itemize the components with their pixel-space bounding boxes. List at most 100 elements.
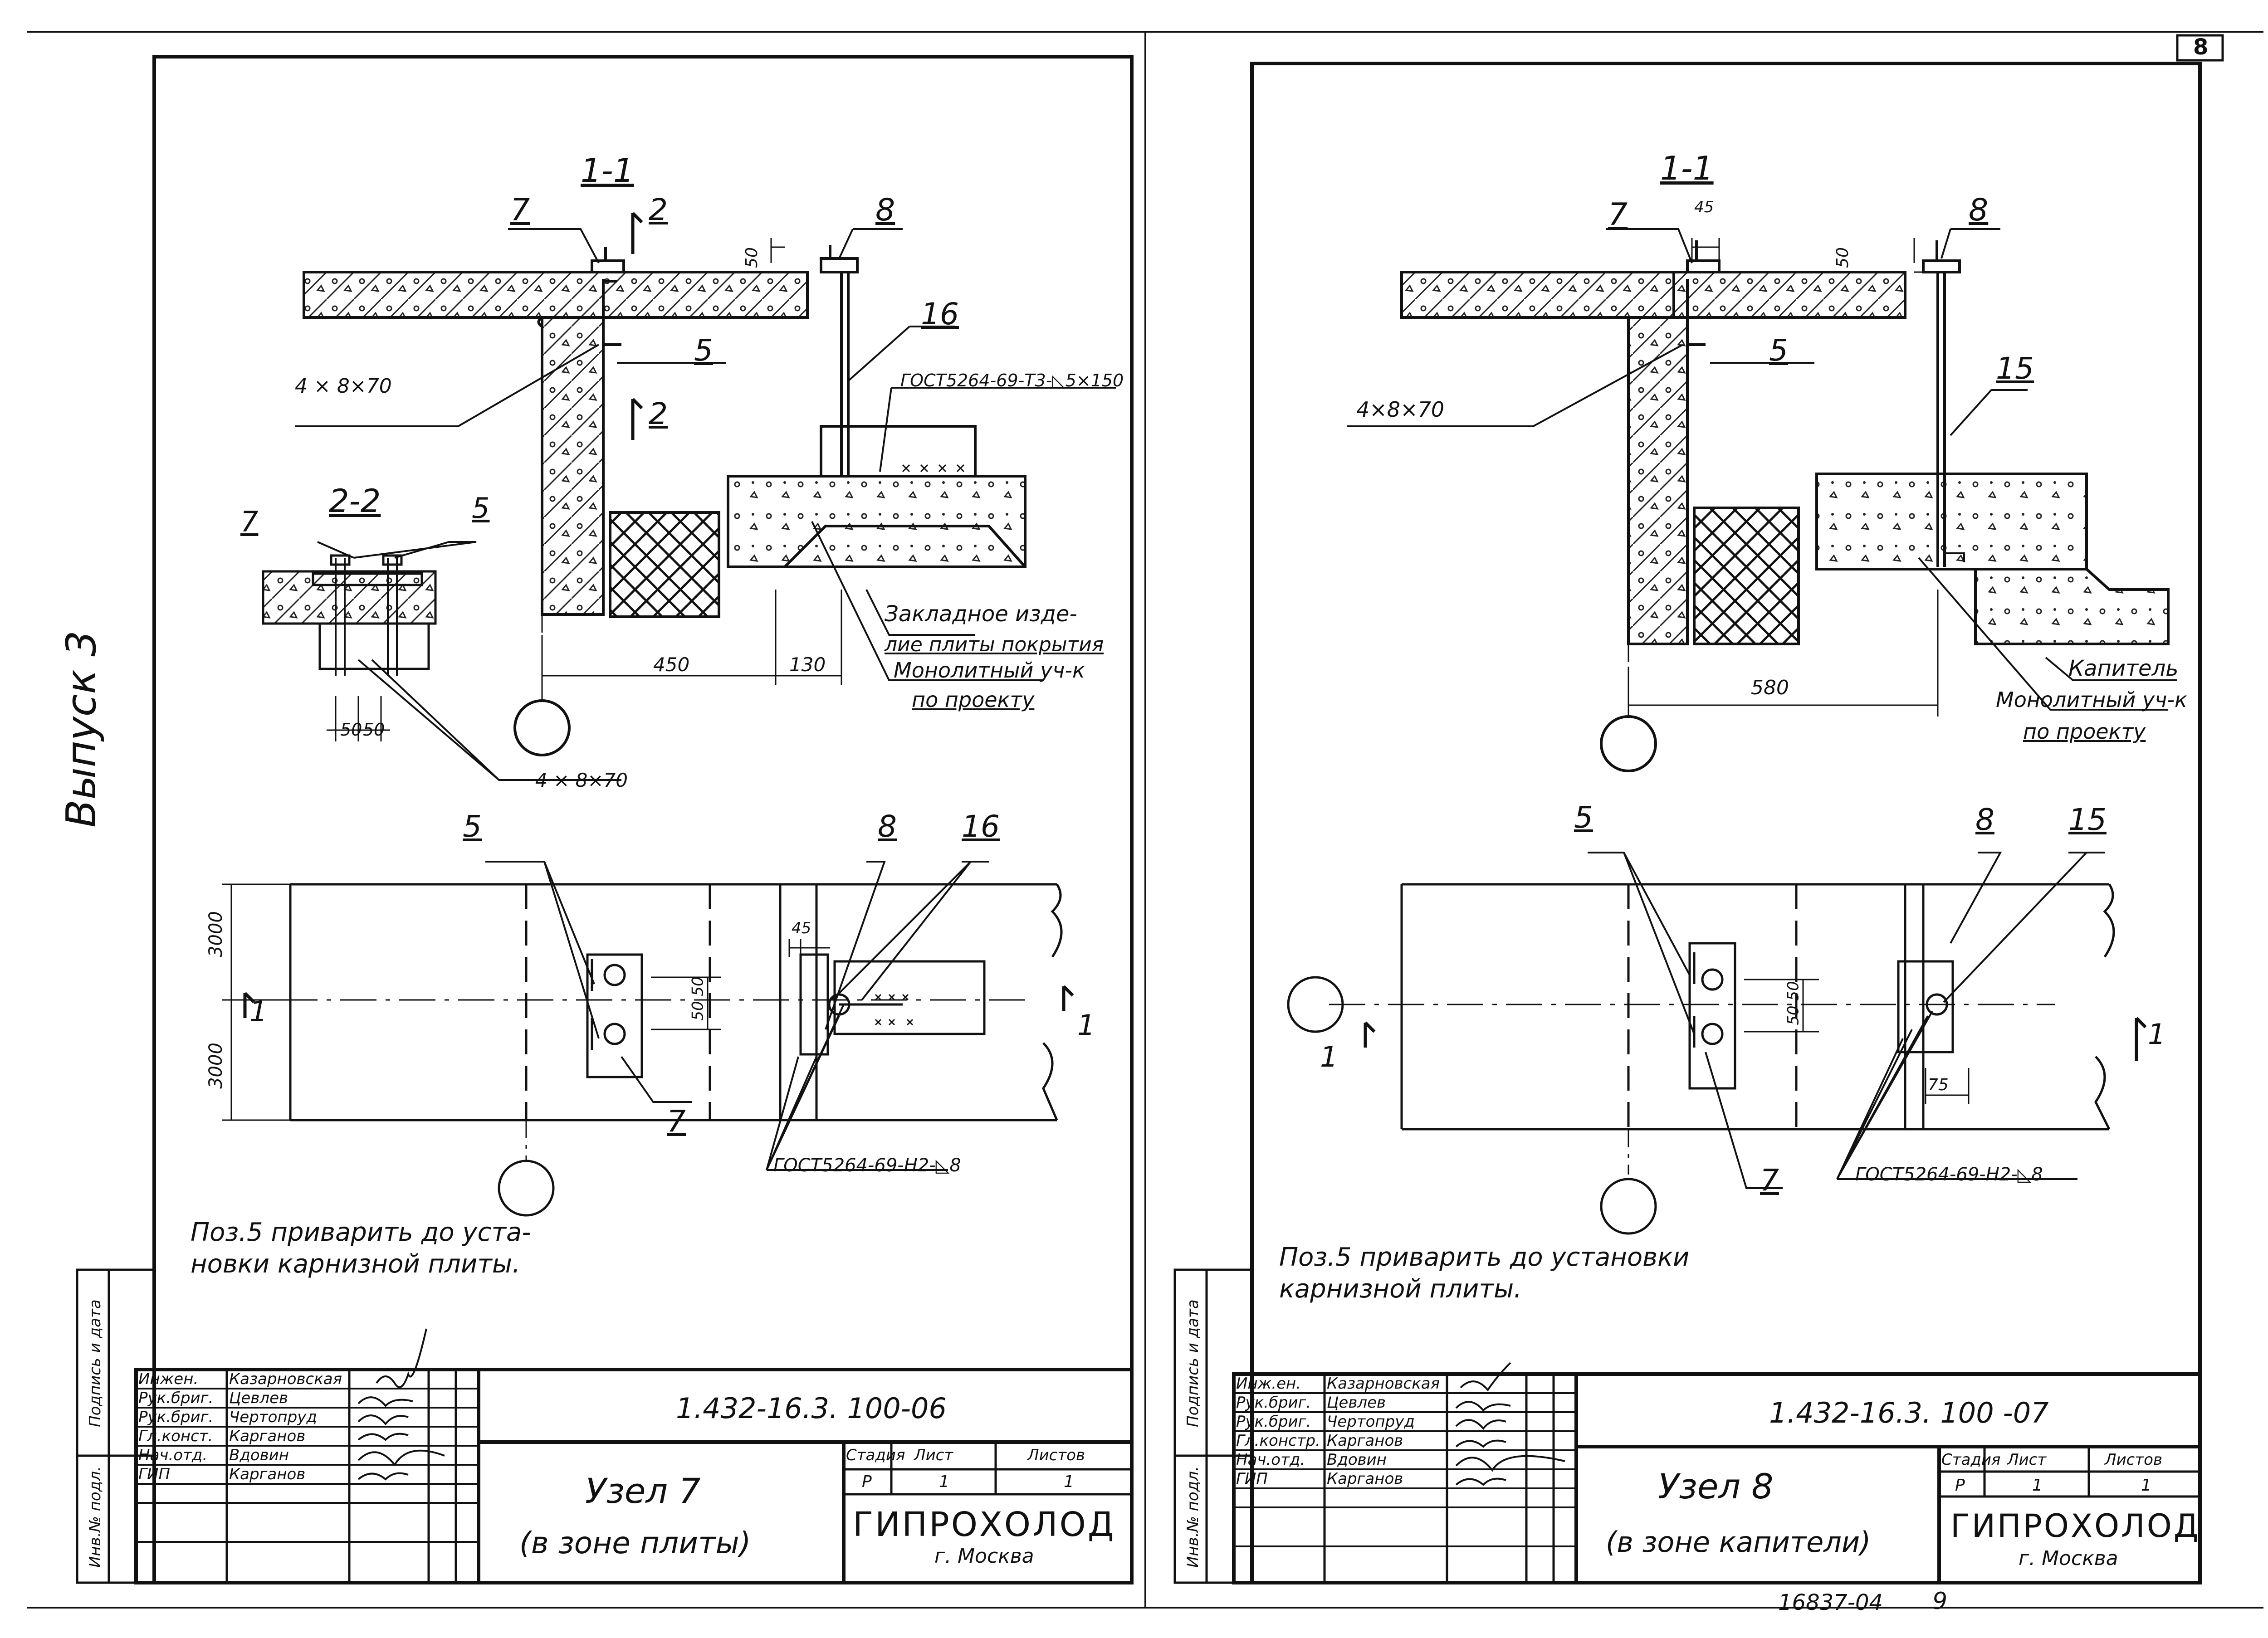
- dim-2-2-50a: 50: [340, 720, 362, 740]
- r-sheets-value: 1: [2141, 1476, 2151, 1495]
- note-line-1: Поз.5 приварить до уста-: [191, 1218, 531, 1247]
- org-city: г. Москва: [934, 1545, 1034, 1568]
- r-role-6: ГИП: [1236, 1470, 1268, 1488]
- section-1-1-title: 1-1: [581, 151, 634, 190]
- name-2: Цевлев: [229, 1389, 288, 1407]
- name-3: Чертопруд: [229, 1408, 317, 1426]
- r-side-stamp-2: Подпись и дата: [1184, 1299, 1202, 1427]
- callout-2-2-pos-5: 5: [472, 492, 490, 525]
- name-1: Казарновская: [229, 1370, 342, 1388]
- embed-note-1: Закладное изде-: [885, 601, 1077, 627]
- r-plan-callout-pos-7: 7: [1760, 1163, 1779, 1198]
- dim-450: 450: [653, 653, 690, 676]
- r-plan-callout-pos-15: 15: [2068, 802, 2107, 837]
- side-stamp-2: Подпись и дата: [86, 1299, 104, 1427]
- r-sheets-header: Листов: [2105, 1451, 2163, 1469]
- note-line-2: новки карнизной плиты.: [191, 1249, 520, 1279]
- sheet-number: 8: [2193, 34, 2209, 60]
- dim-45-plan: 45: [792, 919, 811, 937]
- r-name-1: Казарновская: [1327, 1375, 1440, 1393]
- r-weld-size: 4×8×70: [1356, 397, 1445, 422]
- section-2-2-title: 2-2: [329, 483, 381, 520]
- gost-upper: ГОСТ5264-69-Т3-◺5×150: [900, 370, 1124, 390]
- sheets-value: 1: [1064, 1472, 1074, 1491]
- r-dim-580: 580: [1751, 676, 1789, 699]
- org-name: ГИПРОХОЛОД: [853, 1505, 1116, 1544]
- r-monolith-2: по проекту: [2023, 719, 2146, 744]
- callout-cut-2-lower: 2: [649, 396, 668, 431]
- r-role-5: Нач.отд.: [1236, 1451, 1305, 1469]
- callout-pos-7: 7: [510, 192, 530, 228]
- name-4: Карганов: [229, 1427, 306, 1445]
- sheets-header: Листов: [1027, 1446, 1085, 1464]
- sheet-value: 1: [939, 1472, 949, 1491]
- r-name-5: Вдовин: [1327, 1451, 1387, 1469]
- r-stage-header: Стадия: [1941, 1451, 2001, 1469]
- r-name-6: Карганов: [1327, 1470, 1403, 1488]
- role-4: Гл.конст.: [138, 1427, 213, 1445]
- plan-callout-pos-8: 8: [878, 809, 897, 844]
- cut-mark-left: 1: [249, 995, 268, 1028]
- weld-size-lower: 4 × 8×70: [535, 769, 628, 791]
- r-callout-pos-8: 8: [1969, 192, 1989, 228]
- archive-number: 16837-04: [1778, 1590, 1883, 1615]
- dim-50-top: 50: [742, 247, 761, 268]
- r-name-3: Чертопруд: [1327, 1413, 1415, 1431]
- callout-2-2-pos-7: 7: [240, 505, 259, 538]
- cut-mark-right: 1: [1077, 1009, 1095, 1042]
- r-cut-mark-right: 1: [2148, 1018, 2166, 1051]
- r-note-line-1: Поз.5 приварить до установки: [1279, 1243, 1690, 1272]
- r-sheet-header: Лист: [2007, 1451, 2047, 1469]
- node-subtitle: (в зоне плиты): [519, 1526, 751, 1560]
- r-dim-50-top: 50: [1833, 247, 1852, 268]
- callout-pos-5: 5: [694, 333, 713, 368]
- r-callout-pos-5: 5: [1769, 333, 1788, 368]
- dim-130: 130: [789, 653, 826, 676]
- monolith-label-1: Монолитный уч-к: [894, 658, 1085, 682]
- node-title: Узел 7: [585, 1471, 701, 1511]
- r-capital: Капитель: [2068, 656, 2179, 681]
- name-6: Карганов: [229, 1465, 306, 1483]
- r-role-4: Гл.констр.: [1236, 1432, 1320, 1450]
- role-1: Инжен.: [138, 1370, 199, 1388]
- volume-label: Выпуск 3: [58, 630, 105, 828]
- dim-3000-upper: 3000: [205, 911, 226, 957]
- left-section-1-1: [295, 212, 1116, 756]
- plan-callout-pos-7: 7: [667, 1104, 686, 1139]
- plan-callout-pos-16: 16: [962, 809, 1000, 844]
- r-gost-lower: ГОСТ5264-69-Н2-◺8: [1855, 1164, 2043, 1185]
- r-section-1-1-title: 1-1: [1660, 149, 1714, 187]
- right-plan-view: [1287, 852, 2147, 1235]
- role-3: Рук.бриг.: [138, 1408, 214, 1426]
- callout-pos-8: 8: [875, 192, 895, 228]
- dim-3000-lower: 3000: [205, 1043, 226, 1089]
- right-section-1-1: [1347, 228, 2177, 772]
- r-name-2: Цевлев: [1327, 1394, 1386, 1412]
- r-sheet-value: 1: [2032, 1476, 2043, 1495]
- r-role-3: Рук.бриг.: [1236, 1413, 1311, 1431]
- r-name-4: Карганов: [1327, 1432, 1403, 1450]
- plan-callout-pos-5: 5: [463, 809, 482, 844]
- archive-page: 9: [1932, 1588, 1948, 1615]
- stage-value: Р: [862, 1472, 872, 1491]
- r-stage-value: Р: [1955, 1476, 1965, 1495]
- r-org-name: ГИПРОХОЛОД: [1950, 1507, 2200, 1545]
- side-stamp-1: Инв.№ подл.: [86, 1466, 104, 1568]
- r-dim-75: 75: [1928, 1076, 1949, 1094]
- dim-50-50-plan: 50 50: [689, 976, 707, 1021]
- stage-header: Стадия: [846, 1446, 905, 1464]
- r-plan-callout-pos-5: 5: [1574, 800, 1593, 835]
- weld-size-upper: 4 × 8×70: [295, 375, 392, 398]
- r-cut-mark-left: 1: [1320, 1040, 1338, 1073]
- r-node-subtitle: (в зоне капители): [1606, 1526, 1871, 1559]
- embed-note-2: лие плиты покрытия: [885, 633, 1104, 656]
- r-side-stamp-1: Инв.№ подл.: [1184, 1466, 1202, 1568]
- r-doc-code: 1.432-16.3. 100 -07: [1769, 1396, 2049, 1429]
- r-role-2: Рук.бриг.: [1236, 1394, 1311, 1412]
- r-dim-45: 45: [1694, 198, 1714, 216]
- r-node-title: Узел 8: [1658, 1466, 1774, 1506]
- r-org-city: г. Москва: [2019, 1547, 2118, 1570]
- name-5: Вдовин: [229, 1446, 289, 1464]
